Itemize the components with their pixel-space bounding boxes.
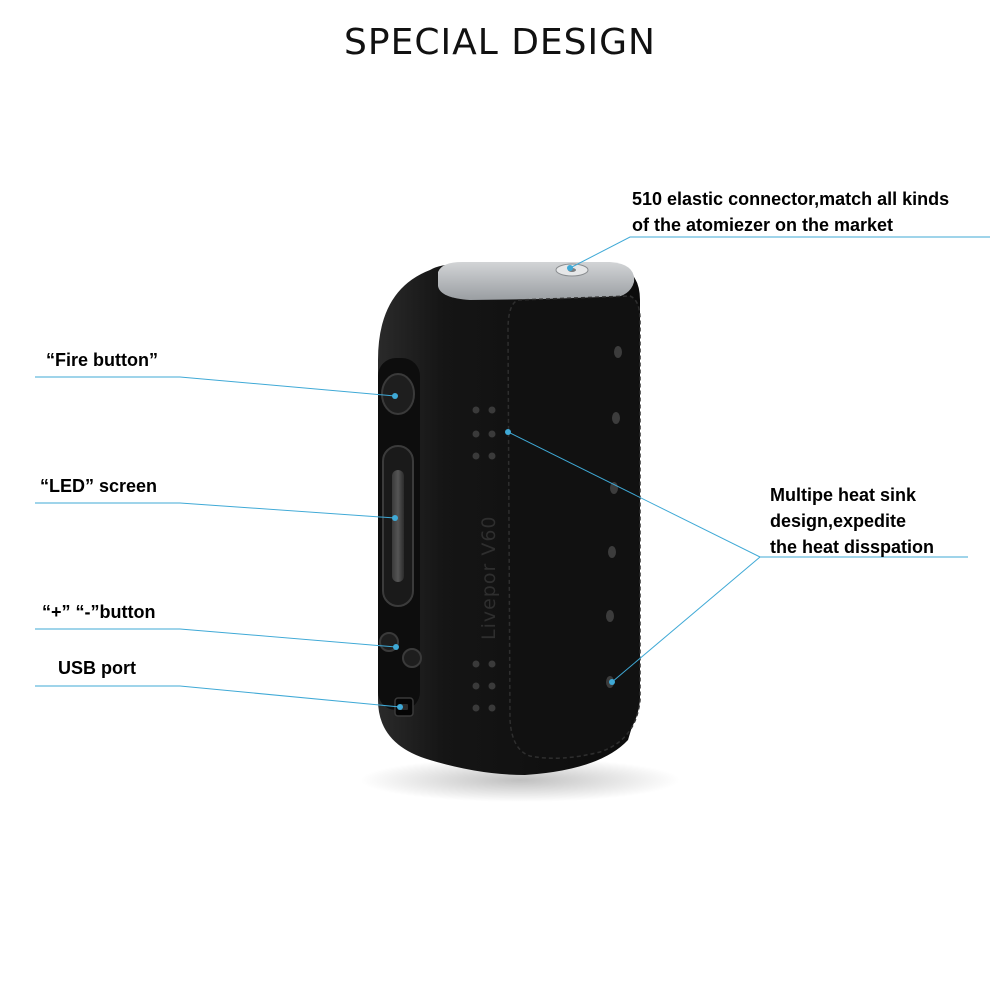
callout-heat-sink: Multipe heat sink design,expedite the he…: [770, 482, 1000, 560]
leather-panel: [507, 295, 641, 759]
leader-fire: [35, 376, 396, 397]
callout-led-screen: “LED” screen: [40, 476, 158, 496]
device-shadow: [360, 758, 680, 802]
leader-heat-lower: [611, 556, 761, 683]
led-screen-glass: [392, 470, 404, 582]
callout-heat-line1: Multipe heat sink: [770, 485, 917, 505]
callout-connector: 510 elastic connector,match all kinds of…: [632, 186, 1000, 238]
leader-usb: [35, 685, 401, 708]
leader-connector: [569, 236, 990, 269]
fire-button[interactable]: [381, 373, 415, 415]
top-plate: [438, 262, 635, 300]
callout-usb-port: USB port: [58, 658, 136, 678]
product-engraving: Livepor V60: [478, 515, 500, 640]
leader-plus-minus: [35, 628, 397, 648]
minus-button[interactable]: [402, 648, 422, 668]
leader-dots: [392, 265, 615, 710]
leader-lines: [35, 236, 990, 708]
leader-led: [35, 502, 396, 519]
vent-holes-upper: [472, 406, 496, 460]
callout-plus-minus-button: “+” “-”button: [42, 602, 156, 622]
callout-connector-line2: of the atomiezer on the market: [632, 215, 894, 235]
callout-heat-line2: design,expedite: [770, 511, 907, 531]
callout-connector-line1: 510 elastic connector,match all kinds: [632, 189, 950, 209]
vent-holes-lower: [472, 660, 496, 712]
page-title: SPECIAL DESIGN: [344, 22, 656, 63]
callout-fire-button: “Fire button”: [46, 350, 158, 370]
callout-heat-line3: the heat disspation: [770, 537, 935, 557]
